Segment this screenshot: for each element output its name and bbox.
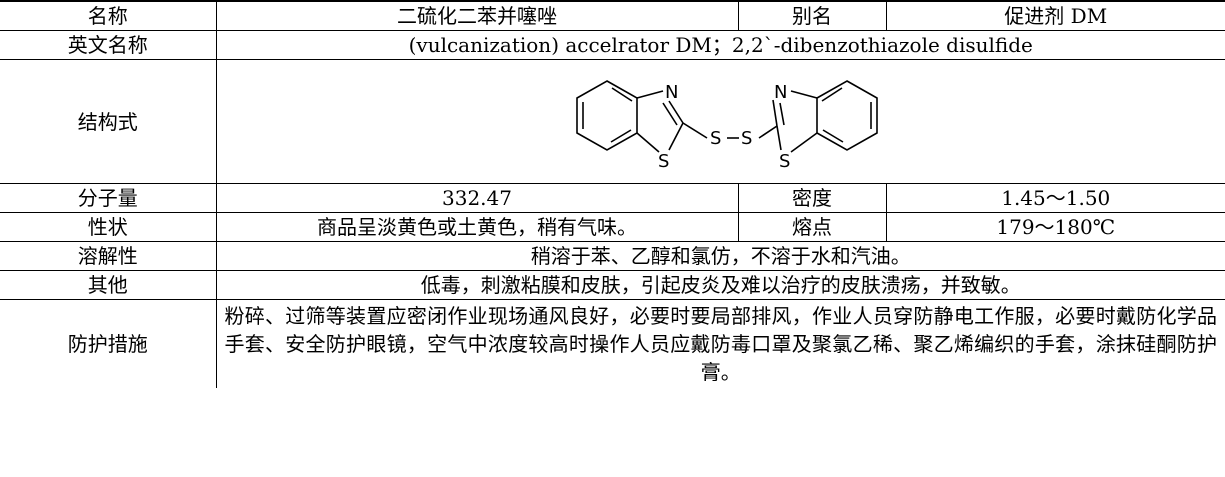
value-protection: 粉碎、过筛等装置应密闭作业现场通风良好，必要时要局部排风，作业人员穿防静电工作服… — [215, 299, 1225, 388]
label-other: 其他 — [0, 270, 217, 300]
label-melting-point: 熔点 — [737, 212, 887, 242]
label-appearance: 性状 — [0, 212, 217, 242]
atom-nitrogen-left: N — [665, 82, 678, 103]
label-name: 名称 — [0, 0, 217, 31]
label-english-name: 英文名称 — [0, 30, 217, 60]
row-molecular-weight: 分子量 332.47 密度 1.45～1.50 — [0, 183, 1225, 213]
value-appearance: 商品呈淡黄色或土黄色，稍有气味。 — [215, 212, 739, 242]
structure-cell: N S S S N S — [215, 59, 1225, 184]
atom-sulfur-bridge-1: S — [710, 128, 721, 149]
value-solubility: 稍溶于苯、乙醇和氯仿，不溶于水和汽油。 — [215, 241, 1225, 271]
row-protection: 防护措施 粉碎、过筛等装置应密闭作业现场通风良好，必要时要局部排风，作业人员穿防… — [0, 299, 1225, 388]
label-protection: 防护措施 — [0, 299, 217, 388]
atom-sulfur-bridge-2: S — [741, 128, 752, 149]
label-molecular-weight: 分子量 — [0, 183, 217, 213]
row-structure: 结构式 — [0, 59, 1225, 184]
atom-sulfur-ring-left: S — [658, 151, 669, 172]
atom-nitrogen-right: N — [774, 82, 787, 103]
row-appearance: 性状 商品呈淡黄色或土黄色，稍有气味。 熔点 179～180℃ — [0, 212, 1225, 242]
chemical-info-table: 名称 二硫化二苯并噻唑 别名 促进剂 DM 英文名称 (vulcanizatio… — [0, 0, 1225, 388]
value-molecular-weight: 332.47 — [215, 183, 739, 213]
value-density: 1.45～1.50 — [885, 183, 1225, 213]
value-melting-point: 179～180℃ — [885, 212, 1225, 242]
row-english-name: 英文名称 (vulcanization) accelrator DM；2,2`-… — [0, 30, 1225, 60]
left-benzothiazole — [575, 79, 708, 153]
row-solubility: 溶解性 稍溶于苯、乙醇和氯仿，不溶于水和汽油。 — [0, 241, 1225, 271]
value-name: 二硫化二苯并噻唑 — [215, 0, 739, 31]
value-alias: 促进剂 DM — [885, 0, 1225, 31]
label-solubility: 溶解性 — [0, 241, 217, 271]
row-name: 名称 二硫化二苯并噻唑 别名 促进剂 DM — [0, 0, 1225, 31]
structural-formula: N S S S N S — [575, 79, 878, 172]
label-alias: 别名 — [737, 0, 887, 31]
value-other: 低毒，刺激粘膜和皮肤，引起皮炎及难以治疗的皮肤溃疡，并致敏。 — [215, 270, 1225, 300]
right-benzothiazole — [758, 79, 878, 153]
row-other: 其他 低毒，刺激粘膜和皮肤，引起皮炎及难以治疗的皮肤溃疡，并致敏。 — [0, 270, 1225, 300]
value-english-name: (vulcanization) accelrator DM；2,2`-diben… — [215, 30, 1225, 60]
label-density: 密度 — [737, 183, 887, 213]
atom-sulfur-ring-right: S — [779, 151, 790, 172]
label-structure: 结构式 — [0, 59, 217, 184]
